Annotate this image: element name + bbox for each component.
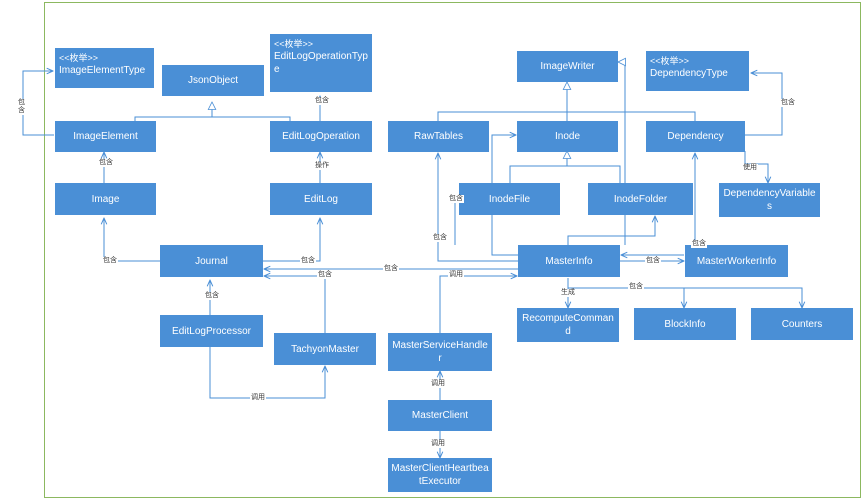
edge-masterinfo-inodefile (455, 200, 458, 245)
edge-masterinfo-counters (684, 287, 802, 308)
node-name: RecomputeCommand (522, 313, 614, 337)
edge-editlogprocessor-tachyonmaster (209, 347, 325, 399)
edge-masterinfo-imagewriter (618, 62, 625, 245)
edge-label-contain: 包含 (17, 99, 27, 115)
node-name: EditLogProcessor (172, 325, 251, 337)
node-master-worker-info: MasterWorkerInfo (685, 245, 788, 277)
edge-journal-editlog (263, 218, 320, 262)
node-name: Inode (554, 131, 581, 142)
edge-label-contain: 包含 (102, 257, 118, 265)
edge-masterinfo-rawtables (438, 153, 518, 262)
edge-label-contain: 包含 (98, 159, 114, 167)
node-name: BlockInfo (664, 318, 706, 330)
edge-label-contain: 包含 (300, 257, 316, 265)
edge-inodefile-inode (509, 151, 567, 183)
node-name: DependencyType (650, 68, 728, 79)
edge-label-contain: 包含 (204, 292, 220, 300)
node-inode: Inode (517, 121, 618, 152)
node-master-client-heartbeat-executor: MasterClientHeartbeatExecutor (388, 458, 492, 492)
edge-masterservicehandler-masterinfo (439, 276, 517, 333)
edge-label-contain: 包含 (780, 99, 796, 107)
node-name: TachyonMaster (291, 343, 359, 355)
node-name: JsonObject (187, 75, 239, 86)
node-raw-tables: RawTables (388, 121, 489, 152)
node-edit-log-operation: EditLogOperation (270, 121, 372, 152)
node-name: ImageElementType (59, 65, 146, 76)
node-recompute-command: RecomputeCommand (517, 308, 619, 342)
node-dependency-variables: DependencyVariables (719, 183, 820, 217)
edge-dependency-dependencytype (745, 73, 783, 136)
node-name: Counters (781, 318, 823, 330)
stereotype-label: <<枚举>> (59, 53, 99, 63)
edge-tachyonmaster-journal (264, 276, 326, 333)
node-name: InodeFile (488, 193, 531, 205)
node-name: MasterServiceHandler (392, 340, 488, 364)
node-block-info: BlockInfo (634, 308, 736, 340)
node-name: EditLogOperation (282, 131, 360, 142)
node-inode-file: InodeFile (459, 183, 560, 215)
node-name: MasterInfo (545, 255, 593, 267)
edge-label-contain: 包含 (691, 240, 707, 248)
edge-editlogoperation-jsonobject (212, 116, 291, 121)
node-name: ImageElement (73, 131, 138, 142)
node-name: ImageWriter (540, 61, 595, 72)
node-tachyon-master: TachyonMaster (274, 333, 376, 365)
node-json-object: JsonObject (162, 65, 264, 96)
edge-imageelement-jsonobject (134, 102, 212, 121)
edge-rawtables-imagewriter (437, 82, 567, 121)
node-inode-folder: InodeFolder (588, 183, 693, 215)
node-name: MasterClientHeartbeatExecutor (391, 463, 489, 487)
edge-label-contain: 包含 (645, 257, 661, 265)
node-image-element-type: <<枚举>> ImageElementType (55, 48, 154, 88)
edge-inodefolder-inode (567, 165, 621, 183)
node-master-service-handler: MasterServiceHandler (388, 333, 492, 371)
stereotype-label: <<枚举>> (274, 39, 314, 49)
edge-label-contain: 包含 (314, 97, 330, 105)
node-image: Image (55, 183, 156, 215)
edge-label-contain: 包含 (628, 283, 644, 291)
node-edit-log-processor: EditLogProcessor (160, 315, 263, 347)
edge-label-call: 调用 (448, 271, 464, 279)
edge-label-use: 使用 (742, 164, 758, 172)
edge-journal-image (104, 218, 160, 262)
node-master-client: MasterClient (388, 400, 492, 431)
stereotype-label: <<枚举>> (650, 56, 690, 66)
node-name: MasterClient (411, 410, 469, 421)
node-name: InodeFolder (613, 193, 668, 205)
edge-label-generate: 生成 (560, 289, 576, 297)
edge-label-call: 调用 (430, 440, 446, 448)
edge-label-contain: 包含 (448, 195, 464, 203)
diagram-frame (44, 2, 861, 498)
node-name: Dependency (667, 131, 724, 142)
edge-label-contain: 包含 (383, 265, 399, 273)
node-edit-log-operation-type: <<枚举>> EditLogOperationType (270, 34, 372, 92)
edge-label-contain: 包含 (432, 234, 448, 242)
edge-label-call: 调用 (250, 394, 266, 402)
node-edit-log: EditLog (270, 183, 372, 215)
edge-label-contain: 包含 (317, 271, 333, 279)
node-name: EditLogOperationType (274, 51, 368, 75)
edge-imageelement-imageelementtype (22, 71, 54, 136)
node-name: Journal (195, 255, 228, 267)
node-journal: Journal (160, 245, 263, 277)
node-name: DependencyVariables (723, 188, 816, 212)
edge-dependency-imagewriter (567, 111, 696, 121)
edge-label-operate: 操作 (314, 162, 330, 170)
node-dependency-type: <<枚举>> DependencyType (646, 51, 749, 91)
node-name: Image (91, 193, 120, 205)
edge-masterinfo-inodefolder (567, 216, 655, 245)
node-master-info: MasterInfo (518, 245, 620, 277)
node-dependency: Dependency (646, 121, 745, 152)
node-image-writer: ImageWriter (517, 51, 618, 82)
node-name: RawTables (414, 131, 463, 142)
edge-label-call: 调用 (430, 380, 446, 388)
node-image-element: ImageElement (55, 121, 156, 152)
edge-masterinfo-blockinfo (568, 287, 684, 308)
node-name: EditLog (304, 193, 338, 205)
node-name: MasterWorkerInfo (696, 255, 777, 267)
node-counters: Counters (751, 308, 853, 340)
